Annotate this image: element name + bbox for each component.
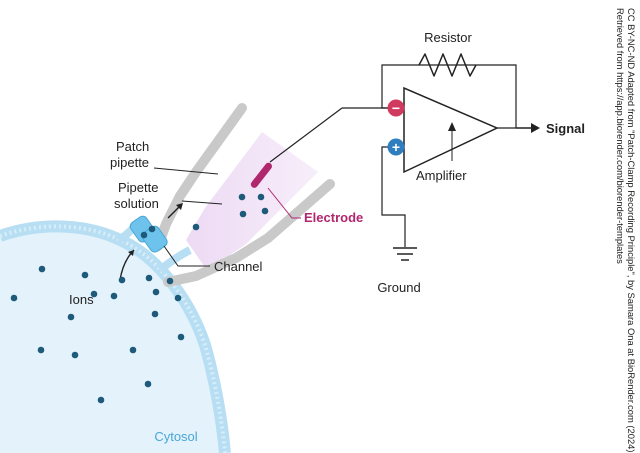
ground-icon [393,247,417,261]
label-signal: Signal [546,121,585,136]
resistor-symbol [418,53,477,77]
cytosol-ions [10,265,185,404]
pipette-wall-upper [153,103,247,251]
signal-arrowhead [531,123,540,133]
ion-flow-arrowhead-in [128,250,134,256]
ground-wire [381,146,406,247]
credit-line1: CC BY-NC-ND Adapted from "Patch-Clamp Re… [626,8,637,453]
label-pipette-solution-line1: Pipette [118,180,158,195]
patch-pipette-leader [153,167,219,175]
electrode-wire [269,107,343,163]
feedback-wire [381,64,517,129]
electrode [250,162,272,188]
label-ground: Ground [377,280,420,295]
label-amplifier: Amplifier [416,168,467,183]
label-electrode: Electrode [304,210,363,225]
pipette-wall-lower [163,179,335,287]
label-pipette-solution-line2: solution [114,196,159,211]
membrane-patch-right [157,246,192,274]
pipette-solution [186,132,318,266]
label-cytosol: Cytosol [154,429,197,444]
label-patch-pipette-line1: Patch [116,139,149,154]
pipette-solution-leader [181,200,223,205]
amplifier-pointer-arrowhead [448,122,456,131]
label-ions: Ions [69,292,94,307]
ion-flow-arrow-out [167,205,181,219]
minus-terminal-symbol: − [392,100,400,116]
minus-terminal-icon [387,99,405,117]
cell-body [0,226,225,453]
label-patch-pipette-line2: pipette [110,155,149,170]
label-resistor: Resistor [424,30,472,45]
credit-line2: Retrieved from https://app.biorender.com… [615,8,626,264]
plus-terminal-icon [387,138,405,156]
ion-flow-arrowhead-out [176,203,183,210]
channel-leader [163,245,210,267]
plus-terminal-symbol: + [392,139,400,155]
ion-channel [129,215,168,253]
pipette-ions [192,193,269,231]
label-channel: Channel [214,259,263,274]
electrode-leader [267,187,301,219]
